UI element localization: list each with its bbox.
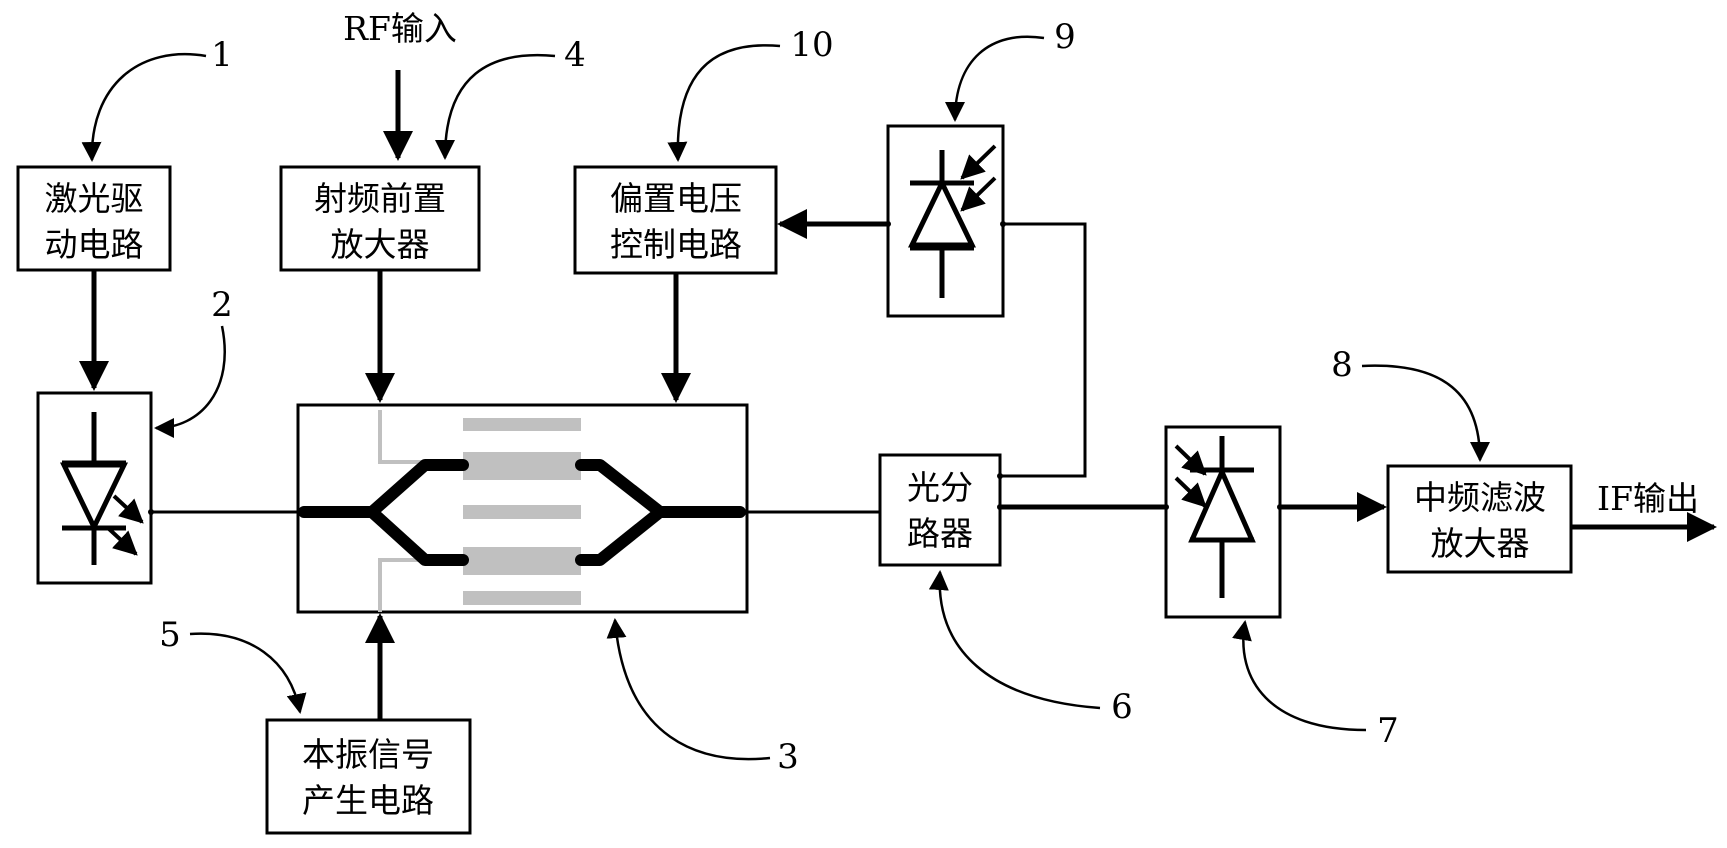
splitter-to-photodiode-line — [1000, 222, 1087, 478]
callout-2: 2 — [211, 285, 233, 325]
callout-8-leader — [1361, 364, 1490, 462]
callout-7: 7 — [1377, 711, 1399, 751]
optical-splitter-block: 光分 路器 — [878, 453, 1002, 567]
if-output-label: IF输出 — [1597, 479, 1699, 518]
laser-driver-block: 激光驱 动电路 — [16, 165, 172, 272]
callout-3: 3 — [777, 737, 799, 777]
optical-splitter-label-line2: 路器 — [907, 514, 973, 553]
photodiode-icon — [908, 144, 997, 298]
callout-1-leader — [81, 53, 207, 162]
bias-control-block: 偏置电压 控制电路 — [573, 165, 778, 275]
rf-preamp-label-line2: 放大器 — [331, 225, 430, 264]
bias-control-label-line2: 控制电路 — [610, 225, 742, 264]
callout-3-leader — [606, 618, 771, 761]
callout-1: 1 — [211, 35, 233, 75]
mach-zehnder-modulator-icon — [298, 410, 746, 612]
laser-driver-label-line2: 动电路 — [45, 225, 144, 264]
laser-driver-label-line1: 激光驱 — [45, 179, 144, 218]
optical-splitter-label-line1: 光分 — [907, 468, 973, 507]
callout-10: 10 — [790, 25, 833, 65]
callout-5-leader — [189, 632, 307, 714]
callout-8: 8 — [1331, 345, 1353, 385]
callout-9-leader — [945, 35, 1045, 122]
bias-photodiode-block — [886, 124, 1005, 318]
if-filter-amp-label-line2: 放大器 — [1431, 524, 1530, 563]
modulator-block — [296, 403, 749, 614]
laser-diode-block — [36, 391, 153, 585]
lo-generator-block: 本振信号 产生电路 — [265, 718, 472, 835]
bias-control-label-line1: 偏置电压 — [610, 179, 742, 218]
if-filter-amp-label-line1: 中频滤波 — [1414, 478, 1546, 517]
callout-10-leader — [667, 44, 781, 162]
callout-2-leader — [154, 325, 226, 438]
laser-diode-icon — [60, 412, 144, 565]
if-filter-amp-block: 中频滤波 放大器 — [1386, 464, 1573, 574]
callout-9: 9 — [1054, 17, 1076, 57]
callout-7-leader — [1232, 620, 1367, 732]
callout-6: 6 — [1111, 687, 1133, 727]
photodiode-icon — [1174, 436, 1256, 598]
callout-4-leader — [435, 53, 556, 160]
callout-4: 4 — [564, 35, 586, 75]
rf-preamp-label-line1: 射频前置 — [314, 179, 446, 218]
lo-generator-label-line2: 产生电路 — [302, 781, 434, 820]
callout-5: 5 — [159, 615, 181, 655]
lo-generator-label-line1: 本振信号 — [302, 735, 434, 774]
callout-6-leader — [928, 570, 1101, 710]
rf-preamp-block: 射频前置 放大器 — [279, 165, 481, 272]
signal-photodiode-block — [1164, 425, 1282, 619]
rf-input-label: RF输入 — [343, 9, 457, 48]
